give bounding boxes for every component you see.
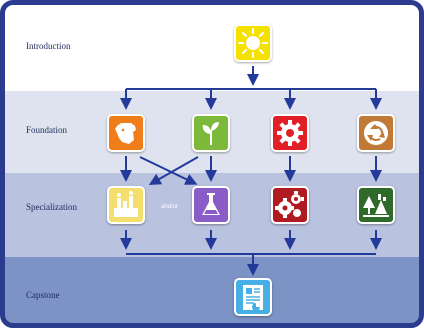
specialization-tile-lab[interactable] — [192, 186, 230, 224]
cow-icon — [115, 123, 136, 144]
row-label-capstone: Capstone — [26, 290, 60, 300]
gears-icon — [275, 191, 304, 218]
capstone-tile-report[interactable] — [234, 278, 272, 316]
forest-plant-icon — [363, 194, 389, 217]
recycle-icon — [364, 121, 388, 145]
lab-flask-icon — [202, 193, 220, 215]
intro-band — [5, 5, 419, 91]
gear-icon — [277, 120, 303, 146]
factory-icon — [114, 191, 138, 217]
and-or-label: and/or — [161, 204, 179, 210]
specialization-tile-industry[interactable] — [107, 186, 145, 224]
intro-sun-tile[interactable] — [234, 24, 272, 62]
foundation-tile-animal[interactable] — [107, 114, 145, 152]
row-label-specialization: Specialization — [26, 202, 77, 212]
specialization-tile-forestry[interactable] — [357, 186, 395, 224]
foundation-tile-environment[interactable] — [357, 114, 395, 152]
foundation-tile-engineering[interactable] — [271, 114, 309, 152]
document-icon — [243, 285, 263, 311]
specialization-tile-mechanics[interactable] — [271, 186, 309, 224]
plant-sprout-icon — [202, 122, 219, 145]
capstone-band — [5, 257, 419, 323]
row-label-foundation: Foundation — [26, 125, 68, 135]
sun-icon — [238, 28, 268, 58]
row-label-introduction: Introduction — [26, 41, 71, 51]
foundation-tile-plant[interactable] — [192, 114, 230, 152]
